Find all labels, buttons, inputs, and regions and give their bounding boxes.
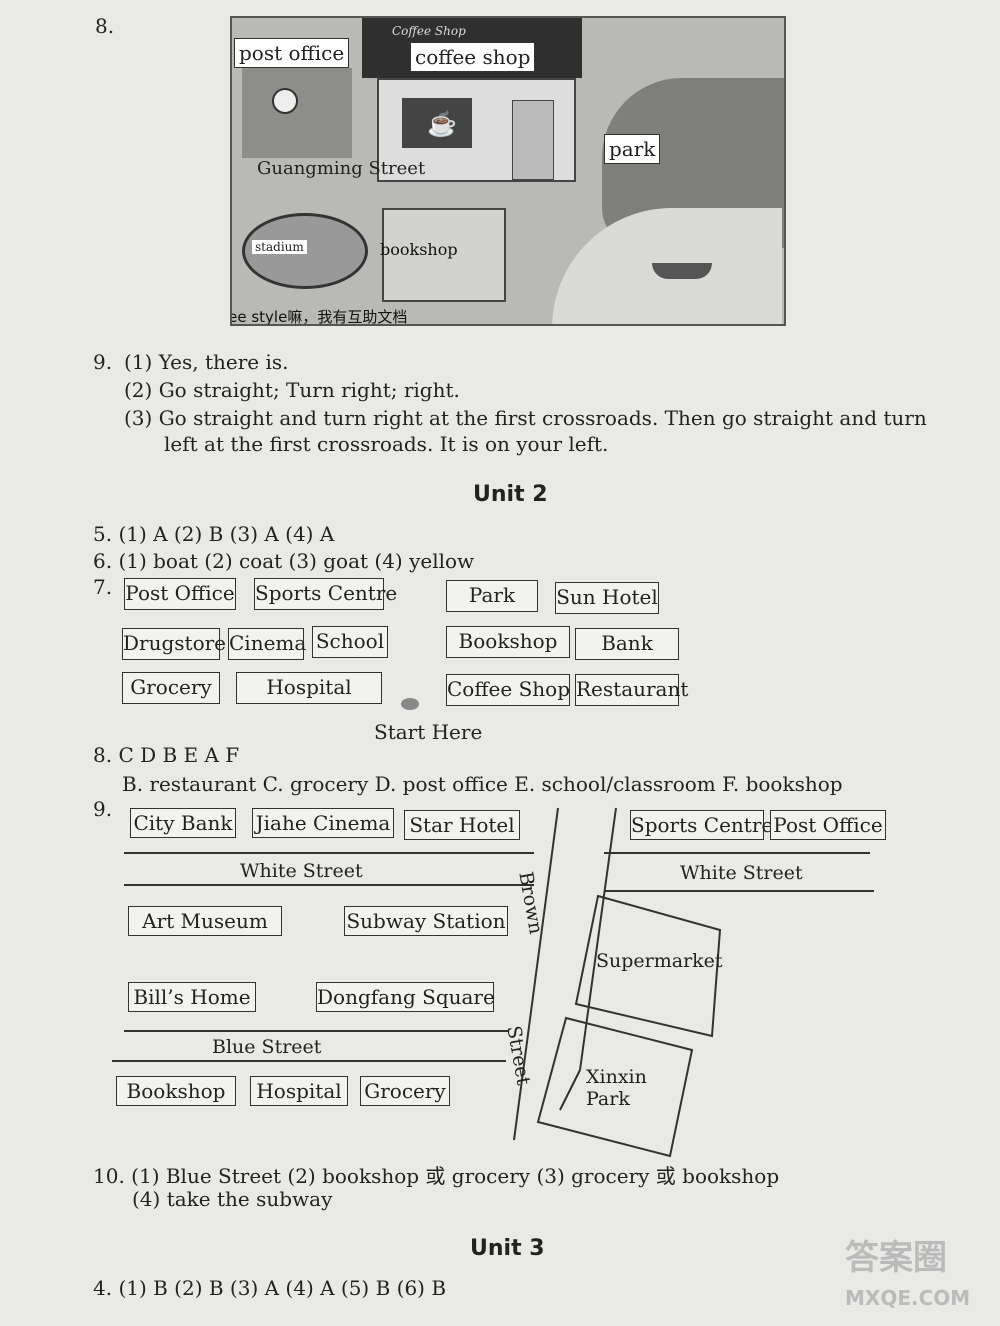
box-hospital: Hospital [236,672,382,704]
box-drugstore: Drugstore [122,628,226,660]
box-art-museum: Art Museum [128,906,282,936]
box-school: School [312,626,388,658]
park-label: park [604,134,661,164]
box-bookshop: Bookshop [446,626,570,658]
white-street-label: White Street [240,860,363,882]
box-grocery-map: Grocery [360,1076,450,1106]
blue-street-label: Blue Street [212,1036,322,1058]
park-label-map: Park [586,1088,630,1110]
white-street-line-bottom [124,884,534,886]
question-number-9: 9. [93,350,113,374]
box-bookshop-map: Bookshop [116,1076,236,1106]
blue-street-line-top [124,1030,508,1032]
bookshop-label: bookshop [380,240,458,259]
supermarket-label: Supermarket [596,950,723,972]
unit2-q5-answers: 5. (1) A (2) B (3) A (4) A [93,522,335,546]
box-grocery: Grocery [122,672,220,704]
stadium-label: stadium [252,240,307,254]
corner-logo-text: 答案圈 [845,1238,947,1278]
start-here-label: Start Here [374,720,483,744]
white-street-line-bottom-right [604,890,874,892]
box-subway-station: Subway Station [344,906,508,936]
box-post-office: Post Office [124,578,236,610]
post-office-building [242,68,352,158]
answer-line: (3) Go straight and turn right at the fi… [124,406,927,430]
unit-3-heading: Unit 3 [470,1236,545,1261]
unit2-q10-answers: 10. (1) Blue Street (2) bookshop 或 groce… [93,1164,780,1188]
post-office-label: post office [234,38,350,68]
unit2-q6-answers: 6. (1) boat (2) coat (3) goat (4) yellow [93,549,475,573]
box-sports-centre-map: Sports Centre [630,810,773,840]
white-street-line-top [124,852,534,854]
unit2-q7-number: 7. [93,575,113,599]
blue-street-line-bottom [112,1060,506,1062]
box-sports-centre: Sports Centre [254,578,397,610]
bookshop-building [382,208,506,302]
box-restaurant: Restaurant [575,674,688,706]
watermark-text: 你有free style嘛，我有互助文档 [232,308,408,326]
box-bills-home: Bill’s Home [128,982,256,1012]
box-bank: Bank [575,628,679,660]
guangming-street-label: Guangming Street [257,158,426,179]
unit2-q8-answers: B. restaurant C. grocery D. post office … [122,772,843,796]
box-coffee-shop: Coffee Shop [446,674,570,706]
boat-figure [652,263,712,279]
person-figure [272,88,298,114]
xinxin-label: Xinxin [586,1066,647,1088]
coffee-shop-label: coffee shop [410,42,536,72]
white-street-label-right: White Street [680,862,803,884]
unit-2-heading: Unit 2 [473,482,548,507]
unit2-q8-order: 8. C D B E A F [93,743,240,767]
unit3-q4-answers: 4. (1) B (2) B (3) A (4) A (5) B (6) B [93,1276,447,1300]
unit2-q9-number: 9. [93,797,113,821]
answer-line: (2) Go straight; Turn right; right. [124,378,460,402]
question-number-8: 8. [95,14,115,38]
box-star-hotel: Star Hotel [404,810,520,840]
box-sun-hotel: Sun Hotel [555,582,659,614]
box-post-office-map: Post Office [770,810,886,840]
box-cinema: Cinema [228,628,306,660]
box-city-bank: City Bank [130,808,236,838]
answer-line: (1) Yes, there is. [124,350,289,374]
answer-line: left at the first crossroads. It is on y… [164,432,609,456]
coffee-shop-sign: Coffee Shop [392,24,466,38]
box-hospital-map: Hospital [250,1076,348,1106]
coffee-shop-door [512,100,554,180]
town-map-illustration: ☕ Coffee Shop post office coffee shop pa… [230,16,786,326]
box-park: Park [446,580,538,612]
start-point-marker [401,698,419,710]
coffee-cup-icon: ☕ [427,110,457,138]
corner-logo-url: MXQE.COM [845,1286,971,1310]
box-jiahe-cinema: Jiahe Cinema [252,808,394,838]
box-dongfang-square: Dongfang Square [316,982,495,1012]
unit2-q10-answers-cont: (4) take the subway [132,1187,333,1211]
coffee-shop-window: ☕ [402,98,472,148]
white-street-line-top-right [604,852,870,854]
